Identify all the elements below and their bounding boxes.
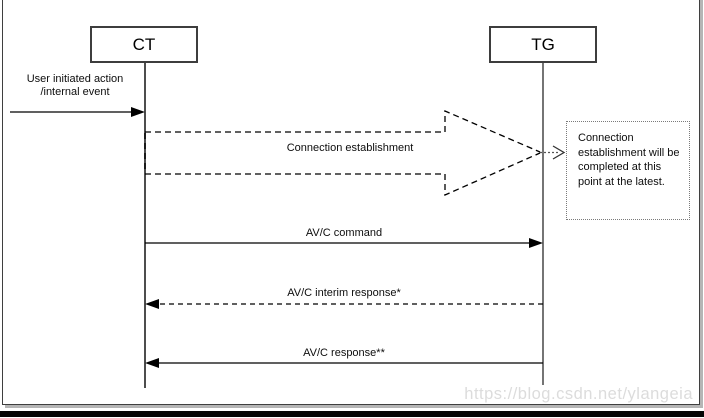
bottom-black-bar bbox=[0, 411, 704, 417]
avc-interim-response-arrowhead-icon bbox=[145, 299, 159, 309]
avc-command-arrowhead-icon bbox=[529, 238, 543, 248]
block-arrow-outline bbox=[144, 110, 541, 196]
actor-label-tg: TG bbox=[531, 34, 555, 54]
actor-label-ct: CT bbox=[132, 34, 156, 54]
avc-interim-response-label: AV/C interim response* bbox=[287, 287, 401, 299]
avc-response-arrow bbox=[145, 358, 543, 368]
avc-response-arrowhead-icon bbox=[145, 358, 159, 368]
watermark-text: https://blog.csdn.net/ylangeia bbox=[464, 385, 693, 403]
open-chevron-arrowhead-icon bbox=[552, 145, 566, 160]
connection-establishment-block-arrow bbox=[144, 110, 566, 196]
actor-box-ct: CT bbox=[90, 26, 198, 63]
avc-response-label: AV/C response** bbox=[303, 347, 385, 359]
trigger-arrow bbox=[10, 107, 145, 117]
annotation-note-text: Connection establishment will be complet… bbox=[578, 132, 680, 188]
figure-border-frame bbox=[2, 0, 700, 405]
avc-command-arrow bbox=[145, 238, 543, 248]
actor-box-tg: TG bbox=[489, 26, 597, 63]
avc-command-label: AV/C command bbox=[305, 227, 383, 239]
avc-interim-response-arrow bbox=[145, 299, 543, 309]
trigger-label: User initiated action /internal event bbox=[26, 73, 124, 98]
trigger-arrowhead-icon bbox=[131, 107, 145, 117]
annotation-note-box: Connection establishment will be complet… bbox=[566, 121, 690, 220]
connection-establishment-label: Connection establishment bbox=[286, 142, 414, 154]
